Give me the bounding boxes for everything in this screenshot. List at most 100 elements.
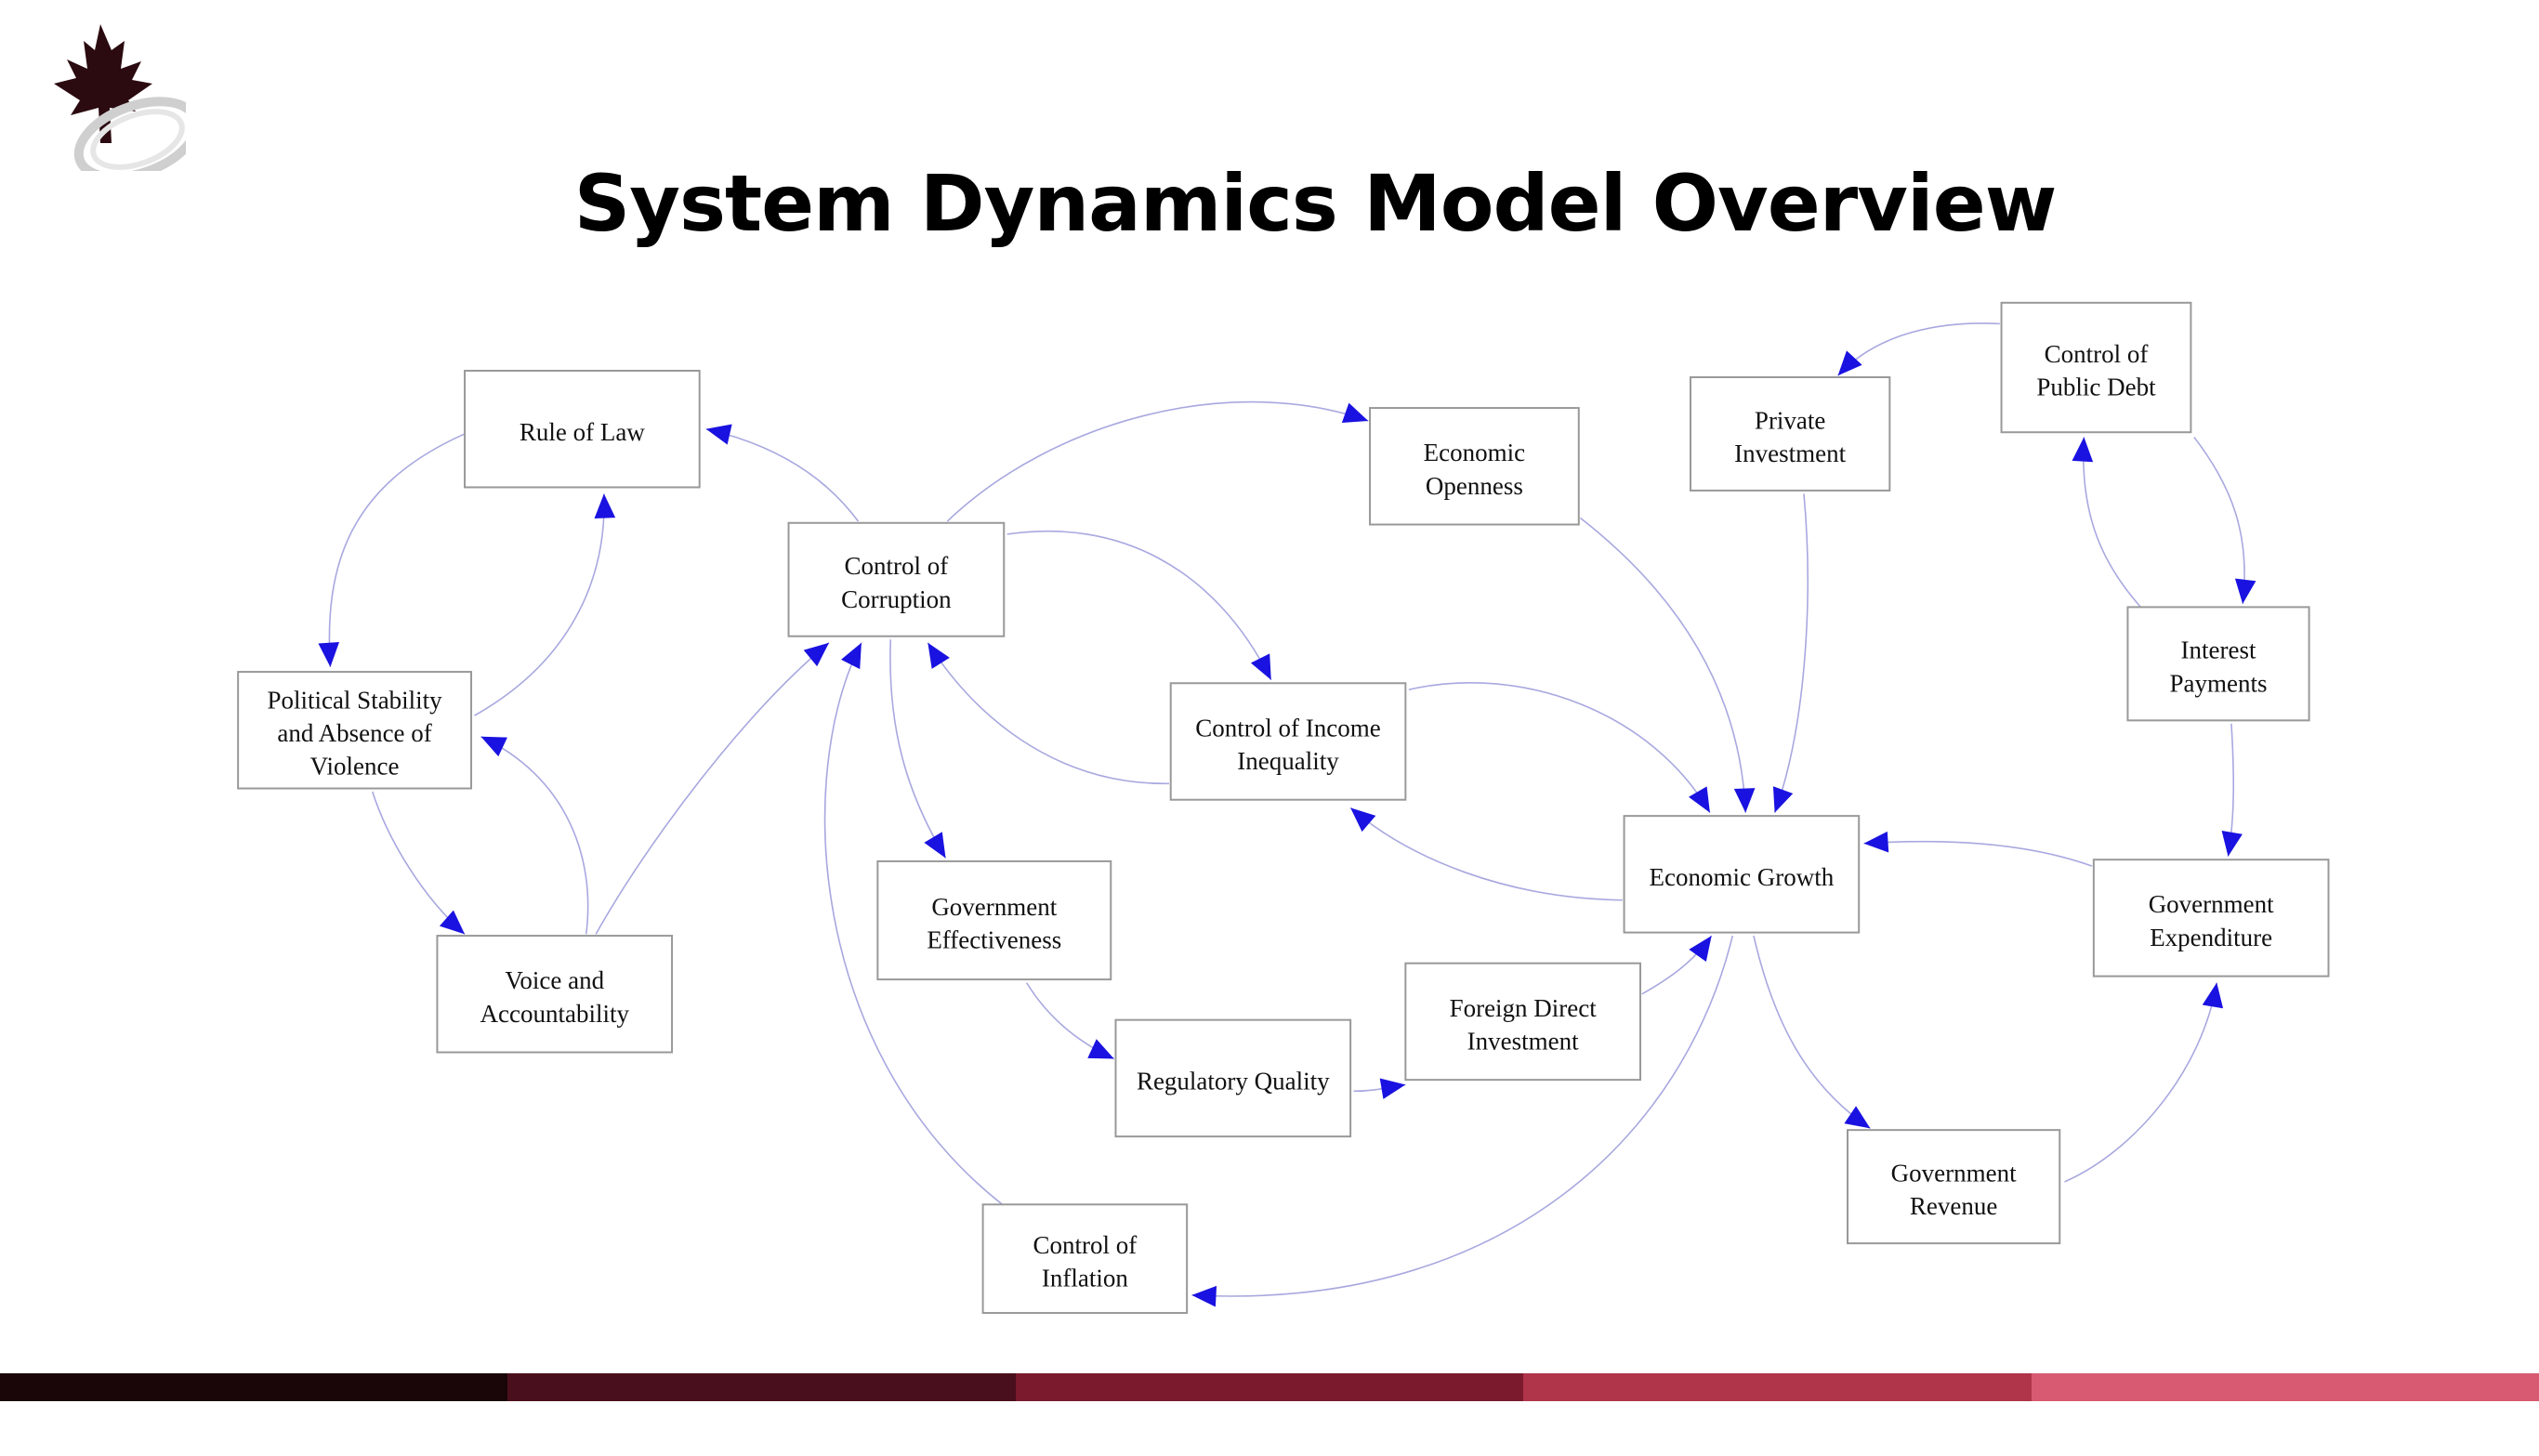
edge-line bbox=[2193, 436, 2245, 604]
edge-control-corruption-to-rule-of-law bbox=[705, 424, 860, 522]
node-label: Economic Growth bbox=[1650, 863, 1835, 891]
node-box bbox=[787, 521, 1006, 637]
node-economic-growth: Economic Growth bbox=[1623, 815, 1861, 934]
node-label: Control of bbox=[2045, 340, 2149, 368]
node-label: Government bbox=[931, 893, 1057, 921]
node-box bbox=[2092, 859, 2330, 977]
node-box bbox=[981, 1203, 1189, 1315]
edge-line bbox=[1006, 531, 1272, 681]
edge-line bbox=[474, 493, 605, 716]
edge-line bbox=[2064, 982, 2218, 1183]
footer-segment bbox=[1523, 1373, 2032, 1401]
node-label: Public Debt bbox=[2036, 374, 2156, 401]
arrowhead-icon bbox=[318, 642, 340, 667]
edge-line bbox=[2082, 437, 2141, 608]
arrowhead-icon bbox=[1772, 786, 1794, 813]
arrowhead-icon bbox=[1689, 936, 1712, 962]
arrowhead-icon bbox=[594, 493, 616, 518]
edge-interest-payments-to-control-public-debt bbox=[2072, 437, 2141, 608]
edge-economic-openness-to-economic-growth bbox=[1580, 517, 1756, 813]
node-label: Expenditure bbox=[2150, 924, 2272, 951]
arrowhead-icon bbox=[1087, 1039, 1114, 1059]
node-box bbox=[1847, 1129, 2061, 1245]
arrowhead-icon bbox=[2221, 831, 2243, 857]
edge-economic-growth-to-control-inflation bbox=[1191, 935, 1734, 1307]
arrowhead-icon bbox=[1350, 807, 1376, 833]
node-label: and Absence of bbox=[277, 719, 431, 747]
arrowhead-icon bbox=[1689, 786, 1710, 813]
node-label: Payments bbox=[2170, 669, 2268, 697]
node-label: Foreign Direct bbox=[1450, 994, 1598, 1022]
edge-line bbox=[823, 642, 1004, 1205]
node-label: Accountability bbox=[480, 1000, 630, 1028]
edge-line bbox=[595, 642, 830, 935]
node-control-public-debt: Control of Public Debt bbox=[2000, 301, 2192, 434]
arrowhead-icon bbox=[1837, 350, 1862, 376]
node-box bbox=[237, 671, 473, 790]
node-label: Violence bbox=[310, 753, 400, 780]
edge-control-income-inequality-to-control-corruption bbox=[927, 642, 1169, 785]
arrowhead-icon bbox=[2234, 578, 2256, 604]
node-rule-of-law: Rule of Law bbox=[464, 369, 701, 489]
edge-line bbox=[889, 639, 947, 859]
edge-economic-growth-to-government-revenue bbox=[1753, 935, 1871, 1130]
edge-line bbox=[1191, 935, 1734, 1297]
node-label: Control of bbox=[845, 552, 949, 580]
node-label: Private bbox=[1755, 406, 1825, 434]
edge-line bbox=[371, 791, 466, 935]
edge-private-investment-to-economic-growth bbox=[1772, 493, 1809, 813]
arrowhead-icon bbox=[1733, 788, 1756, 813]
node-label: Government bbox=[2149, 890, 2274, 918]
node-box bbox=[1369, 407, 1580, 526]
footer-segment bbox=[2031, 1373, 2539, 1401]
node-label: Regulatory Quality bbox=[1137, 1068, 1330, 1095]
node-label: Political Stability bbox=[267, 686, 442, 714]
edge-foreign-direct-investment-to-economic-growth bbox=[1641, 935, 1713, 995]
node-box bbox=[876, 859, 1112, 981]
edge-government-revenue-to-government-expenditure bbox=[2064, 982, 2224, 1183]
node-label: Voice and bbox=[505, 966, 604, 994]
node-box bbox=[1690, 375, 1891, 492]
edge-line bbox=[1580, 517, 1747, 813]
edge-line bbox=[1773, 493, 1809, 813]
edge-interest-payments-to-government-expenditure bbox=[2221, 723, 2243, 857]
arrowhead-icon bbox=[480, 736, 507, 757]
edge-political-stability-to-rule-of-law bbox=[474, 493, 616, 716]
edge-control-corruption-to-government-effectiveness bbox=[889, 639, 947, 859]
node-box bbox=[464, 369, 701, 489]
node-label: Rule of Law bbox=[520, 418, 645, 446]
edge-voice-accountability-to-control-corruption bbox=[595, 642, 830, 935]
edge-line bbox=[1408, 682, 1711, 814]
edge-line bbox=[328, 433, 466, 667]
edge-line bbox=[1863, 840, 2093, 867]
node-label: Interest bbox=[2181, 636, 2256, 664]
edge-line bbox=[480, 736, 589, 935]
node-label: Openness bbox=[1426, 472, 1523, 500]
arrowhead-icon bbox=[841, 642, 862, 670]
node-box bbox=[1623, 815, 1861, 934]
node-box bbox=[2000, 301, 2192, 434]
node-label: Investment bbox=[1734, 439, 1846, 467]
edges-layer bbox=[318, 322, 2256, 1307]
slide-title: System Dynamics Model Overview bbox=[573, 158, 2058, 249]
arrowhead-icon bbox=[705, 424, 732, 445]
node-label: Inflation bbox=[1042, 1265, 1128, 1292]
arrowhead-icon bbox=[439, 910, 466, 935]
arrowhead-icon bbox=[2202, 982, 2224, 1009]
footer-segment bbox=[0, 1373, 508, 1401]
edge-control-inflation-to-control-corruption bbox=[823, 642, 1004, 1205]
arrowhead-icon bbox=[1379, 1078, 1406, 1099]
node-box bbox=[1169, 682, 1407, 801]
node-label: Inequality bbox=[1237, 747, 1339, 775]
arrowhead-icon bbox=[1250, 653, 1271, 680]
edge-control-corruption-to-control-income-inequality bbox=[1006, 531, 1272, 681]
